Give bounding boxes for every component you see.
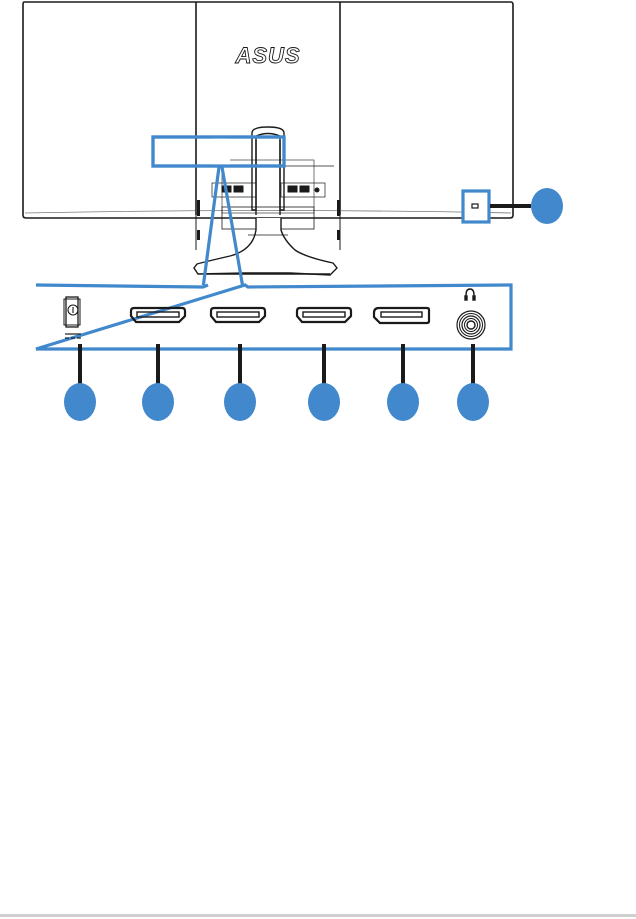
hdmi-port-3[interactable] <box>295 306 353 324</box>
monitor-stand <box>193 126 338 276</box>
dc-power-icon <box>65 333 81 339</box>
port-markers <box>64 383 489 421</box>
page-footer-rule <box>0 914 636 917</box>
dc-in-port[interactable] <box>63 296 81 339</box>
hdmi-icon <box>295 306 353 324</box>
port-marker-hdmi-1[interactable] <box>142 383 174 421</box>
hdmi-icon <box>129 306 187 324</box>
stand-neck-mask <box>212 137 230 167</box>
kensington-lock-marker[interactable] <box>531 188 563 224</box>
port-marker-hdmi-2[interactable] <box>224 383 256 421</box>
earphone-jack[interactable] <box>456 288 486 340</box>
power-connector-icon <box>67 304 79 316</box>
hdmi-port-2[interactable] <box>209 306 267 324</box>
monitor-back-panel <box>22 1 514 219</box>
io-highlight-frame <box>151 135 286 168</box>
port-marker-hdmi-3[interactable] <box>308 383 340 421</box>
hdmi-icon <box>209 306 267 324</box>
port-marker-earphone[interactable] <box>457 383 489 421</box>
io-leader-lines <box>201 166 245 289</box>
kensington-lock-callout <box>461 188 563 224</box>
displayport[interactable] <box>372 306 431 325</box>
port-callouts <box>78 344 475 384</box>
kensington-lock-icon <box>471 203 479 209</box>
kensington-lock-highlight <box>461 189 491 224</box>
displayport-icon <box>372 306 431 325</box>
svg-text:ASUS: ASUS <box>234 43 300 68</box>
hdmi-port-1[interactable] <box>129 306 187 324</box>
asus-logo: ASUS <box>234 43 300 69</box>
port-marker-dc-in[interactable] <box>64 383 96 421</box>
headphone-icon <box>464 288 476 301</box>
rear-io-housing <box>195 159 341 250</box>
port-panel <box>35 283 513 351</box>
port-marker-displayport[interactable] <box>387 383 419 421</box>
